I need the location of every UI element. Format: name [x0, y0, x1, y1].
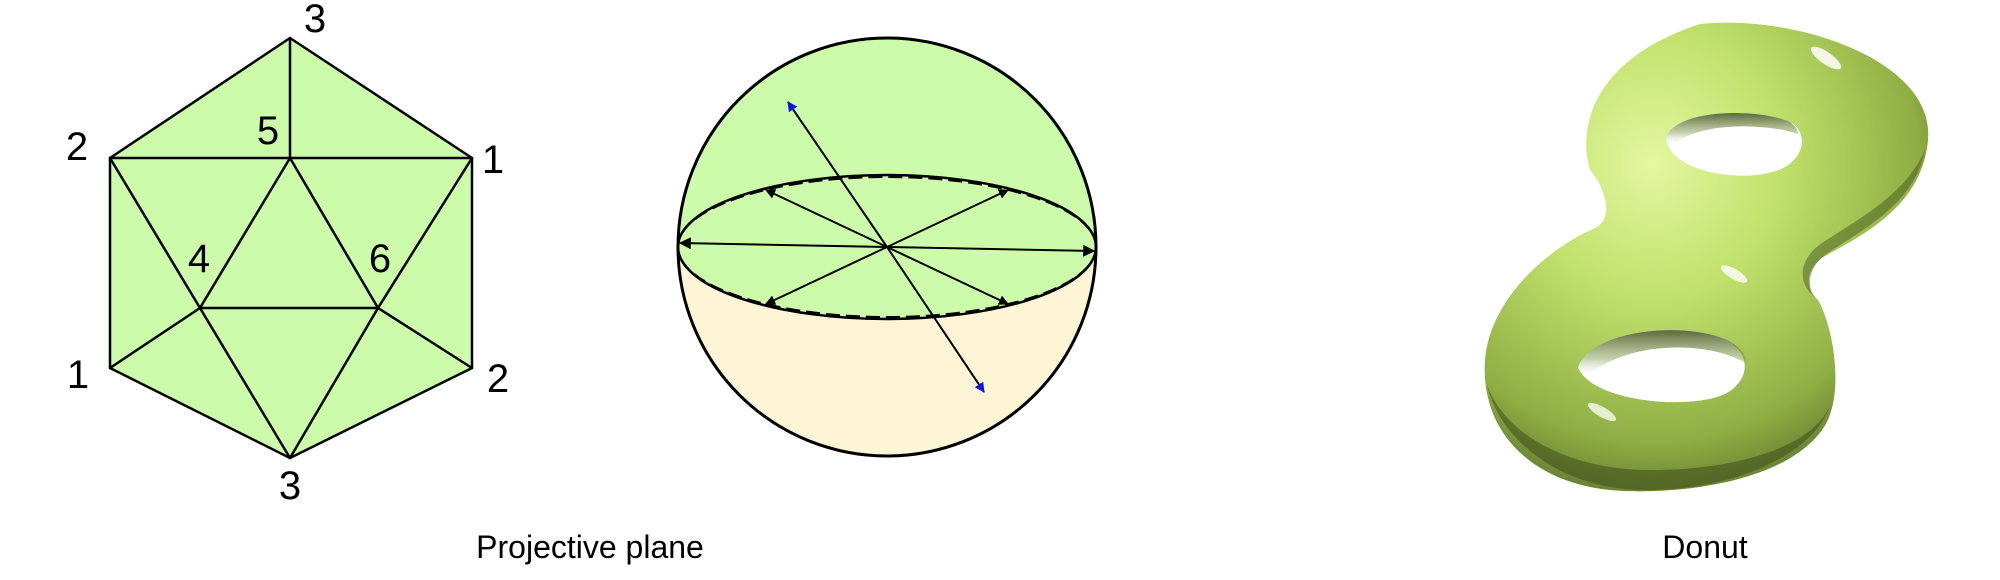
sphere-upper-fill — [678, 38, 1096, 247]
donut-body — [1484, 22, 1929, 492]
donut-highlight — [1720, 265, 1748, 283]
vertex-labels: 3 2 1 1 2 3 5 4 6 — [66, 0, 509, 508]
vertex-label-inner-top: 5 — [257, 109, 279, 153]
vertex-label-lower-left: 1 — [67, 353, 89, 397]
blue-arrow-down — [886, 246, 985, 393]
donut-lower-hole-shade — [1578, 330, 1747, 378]
triangulation-panel: 3 2 1 1 2 3 5 4 6 — [66, 0, 509, 508]
vertex-label-top: 3 — [304, 0, 326, 41]
caption-projective-plane: Projective plane — [476, 529, 704, 565]
blue-arrow-up — [787, 101, 888, 248]
arrow-lower-left — [765, 246, 888, 305]
equator-arrows — [678, 189, 1096, 305]
vertex-label-upper-left: 2 — [66, 125, 88, 169]
donut-highlight — [1810, 46, 1842, 70]
antipodal-arrows — [787, 101, 985, 393]
edge — [108, 306, 202, 370]
arrow-right — [886, 244, 1096, 257]
edge — [376, 156, 474, 310]
sphere-panel — [676, 36, 1098, 458]
equatorial-disk-lower — [678, 247, 1096, 319]
vertex-label-upper-right: 1 — [482, 138, 504, 182]
edge — [376, 306, 474, 370]
vertex-label-bottom: 3 — [279, 464, 301, 508]
donut-upper-hole-shade — [1666, 112, 1798, 146]
arrow-left — [678, 237, 888, 250]
edge — [108, 156, 202, 310]
caption-donut: Donut — [1662, 529, 1748, 565]
arrow-upper-left — [765, 189, 888, 248]
donut-highlight — [1587, 402, 1617, 422]
arrow-upper-right — [886, 189, 1009, 248]
donut-right-shadow — [1802, 150, 1925, 298]
donut-lower-shadow — [1487, 385, 1830, 491]
equator-dashed — [677, 176, 1097, 318]
donut-panel — [1484, 22, 1929, 492]
vertex-label-inner-right: 6 — [369, 237, 391, 281]
edge — [198, 306, 292, 460]
vertex-label-inner-left: 4 — [188, 237, 210, 281]
triangulation-edges — [108, 36, 474, 460]
edge — [288, 306, 380, 460]
vertex-label-lower-right: 2 — [487, 357, 509, 401]
edge — [288, 156, 380, 310]
edge — [198, 156, 292, 310]
arrow-lower-right — [886, 246, 1009, 305]
